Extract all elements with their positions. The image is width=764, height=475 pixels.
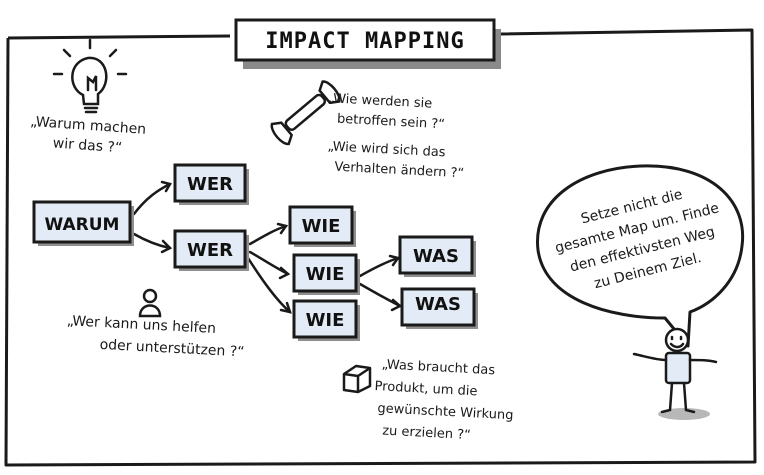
node-wie-3: WIE <box>292 299 360 341</box>
svg-text:WARUM: WARUM <box>45 215 120 235</box>
speech-bubble: Setze nicht die gesamte Map um. Finde de… <box>536 164 745 348</box>
arrow-wer-wie1 <box>248 224 288 246</box>
svg-text:zu erzielen ?“: zu erzielen ?“ <box>382 424 471 444</box>
note-warum: „Warum machen wir das ?“ <box>30 114 147 156</box>
stick-figure-icon <box>632 327 718 420</box>
svg-text:Verhalten ändern ?“: Verhalten ändern ?“ <box>334 160 464 182</box>
arrow-wer-wie3 <box>246 256 292 314</box>
note-wie: „Wie werden sie betroffen sein ?“ „Wie w… <box>327 91 464 182</box>
svg-text:WER: WER <box>187 240 233 261</box>
svg-text:„Wie wird sich das: „Wie wird sich das <box>327 139 446 160</box>
page-title: IMPACT MAPPING <box>265 29 464 54</box>
node-warum: WARUM <box>32 200 134 246</box>
arrow-wie-was1 <box>358 256 400 278</box>
svg-text:„Wie werden sie: „Wie werden sie <box>328 91 433 111</box>
svg-text:gewünschte Wirkung: gewünschte Wirkung <box>377 401 514 423</box>
svg-text:wir das ?“: wir das ?“ <box>52 135 122 156</box>
svg-text:oder unterstützen ?“: oder unterstützen ?“ <box>99 337 245 361</box>
svg-text:Produkt, um die: Produkt, um die <box>374 379 478 399</box>
svg-text:„Warum machen: „Warum machen <box>30 114 147 138</box>
arrow-warum-wer-mid <box>132 232 172 250</box>
svg-text:WAS: WAS <box>413 246 459 267</box>
wrench-icon <box>270 80 341 146</box>
connectors <box>132 180 403 314</box>
svg-text:WER: WER <box>187 174 233 195</box>
svg-text:WAS: WAS <box>415 294 461 315</box>
arrow-warum-wer-top <box>132 182 172 216</box>
svg-text:betroffen sein ?“: betroffen sein ?“ <box>337 112 446 133</box>
arrow-wie-was2 <box>358 282 402 308</box>
node-wie-2: WIE <box>292 253 360 295</box>
svg-text:„Wer kann uns helfen: „Wer kann uns helfen <box>66 313 216 337</box>
svg-text:WIE: WIE <box>306 310 345 331</box>
person-icon <box>138 288 162 318</box>
note-wer: „Wer kann uns helfen oder unterstützen ?… <box>66 313 245 361</box>
lightbulb-icon <box>52 38 128 114</box>
outer-frame <box>4 28 757 467</box>
svg-text:WIE: WIE <box>306 264 345 285</box>
note-was: „Was braucht das Produkt, um die gewünsc… <box>374 357 514 444</box>
svg-text:„Was braucht das: „Was braucht das <box>381 357 495 378</box>
node-was-1: WAS <box>398 235 476 277</box>
title-box: IMPACT MAPPING <box>234 18 501 69</box>
node-was-2: WAS <box>400 287 478 329</box>
svg-text:WIE: WIE <box>302 216 341 237</box>
node-wie-1: WIE <box>288 205 356 247</box>
cube-icon <box>342 364 372 394</box>
node-wer-top: WER <box>173 163 249 205</box>
node-wer-mid: WER <box>173 229 249 271</box>
